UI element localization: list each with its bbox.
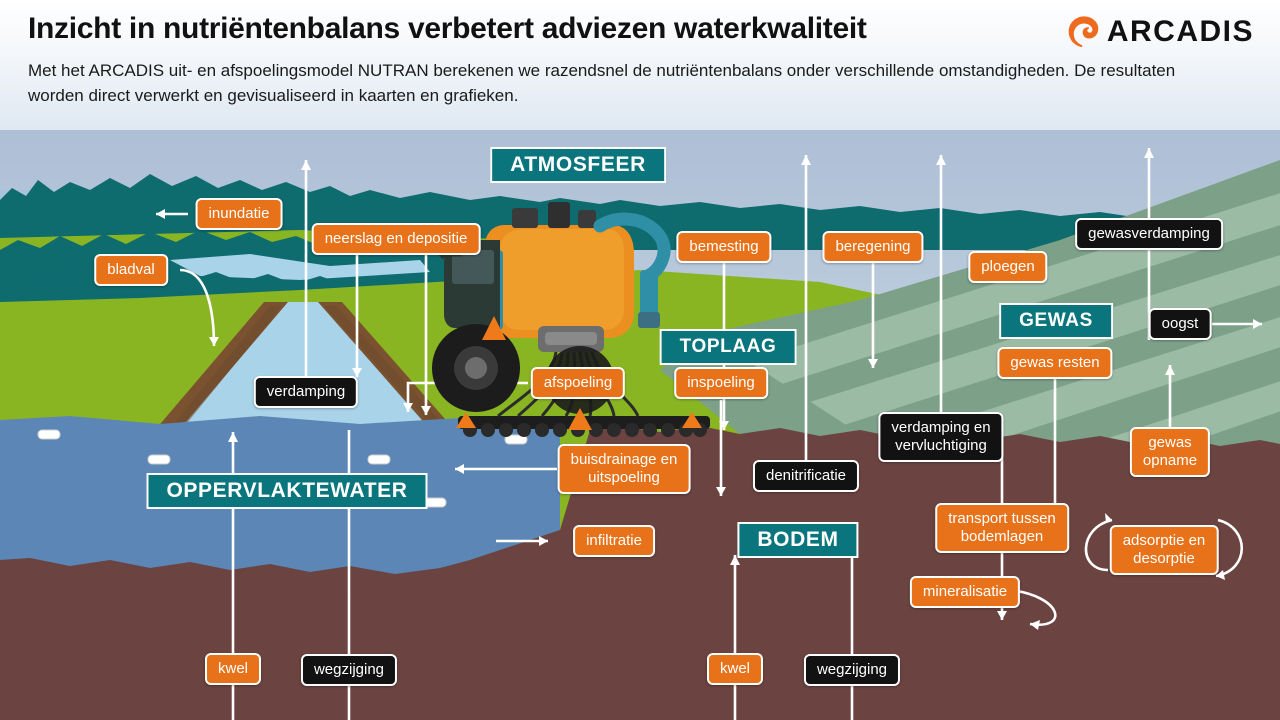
page-title: Inzicht in nutriëntenbalans verbetert ad…	[28, 12, 867, 45]
zone-label-atmosfeer: ATMOSFEER	[490, 147, 666, 183]
flow-label-buisdrainage-en-uitspoeling: buisdrainage en uitspoeling	[557, 444, 691, 494]
flow-label-kwel-water: kwel	[204, 653, 262, 685]
flow-label-beregening: beregening	[822, 231, 924, 263]
flow-label-bemesting: bemesting	[676, 231, 772, 263]
flow-label-neerslag-en-depositie: neerslag en depositie	[311, 223, 481, 255]
inlet-water	[170, 254, 430, 280]
flow-label-gewas-resten: gewas resten	[997, 347, 1113, 379]
drainage-pipes	[37, 429, 528, 508]
flow-label-gewas-opname: gewas opname	[1129, 427, 1211, 477]
flow-label-mineralisatie: mineralisatie	[909, 576, 1021, 608]
flow-label-bladval: bladval	[94, 254, 168, 286]
flow-label-ploegen: ploegen	[968, 251, 1048, 283]
flow-label-verdamping: verdamping	[253, 376, 359, 408]
page-subtitle: Met het ARCADIS uit- en afspoelingsmodel…	[28, 61, 1176, 105]
flow-label-infiltratie: infiltratie	[573, 525, 655, 557]
arcadis-swirl-icon	[1068, 16, 1099, 48]
zone-label-toplaag: TOPLAAG	[659, 329, 797, 365]
flow-label-denitrificatie: denitrificatie	[752, 460, 860, 492]
header-banner: Inzicht in nutriëntenbalans verbetert ad…	[0, 0, 1280, 130]
flow-label-verdamping-en-vervluchtiging: verdamping en vervluchtiging	[878, 412, 1004, 462]
flow-label-transport-tussen-bodemlagen: transport tussen bodemlagen	[935, 503, 1069, 553]
flow-label-wegzijging-bodem: wegzijging	[803, 654, 901, 686]
arcadis-wordmark: ARCADIS	[1106, 15, 1254, 48]
flow-label-kwel-bodem: kwel	[706, 653, 764, 685]
arcadis-logo: ARCADIS	[1067, 14, 1254, 50]
flow-label-adsorptie-en-desorptie: adsorptie en desorptie	[1109, 525, 1219, 575]
manure-injector-tractor	[432, 202, 710, 437]
flow-label-inspoeling: inspoeling	[674, 367, 768, 399]
flow-label-wegzijging-water: wegzijging	[300, 654, 398, 686]
zone-label-oppervlaktewater: OPPERVLAKTEWATER	[146, 473, 428, 509]
flow-label-inundatie: inundatie	[195, 198, 283, 230]
flow-label-oogst: oogst	[1148, 308, 1212, 340]
flow-label-afspoeling: afspoeling	[530, 367, 626, 399]
zone-label-bodem: BODEM	[737, 522, 859, 558]
zone-label-gewas: GEWAS	[999, 303, 1113, 339]
flow-label-gewasverdamping: gewasverdamping	[1075, 218, 1223, 250]
